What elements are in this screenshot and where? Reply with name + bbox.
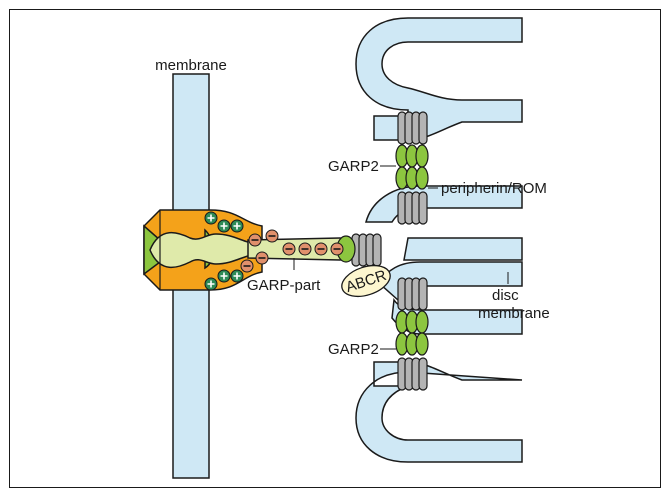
label-membrane: membrane <box>155 57 227 74</box>
disc-loop-bottom <box>356 362 522 462</box>
minus-circle-icon <box>299 243 311 255</box>
garp2-stack-bottom <box>396 311 428 355</box>
rom-cluster-mid <box>398 192 427 224</box>
rom-segment <box>419 192 427 224</box>
rom-segment <box>373 234 381 266</box>
rom-cluster-bottom <box>398 358 427 390</box>
garp2-stack-top <box>396 145 428 189</box>
garp2-domain <box>416 145 428 167</box>
plus-circle-icon <box>205 212 217 224</box>
plus-circle-icon <box>231 220 243 232</box>
label-garp2-bottom: GARP2 <box>328 341 379 358</box>
disc-loop-top <box>356 18 522 140</box>
label-garp2-top: GARP2 <box>328 158 379 175</box>
minus-circle-icon <box>331 243 343 255</box>
minus-circle-icon <box>249 234 261 246</box>
plus-circle-icon <box>218 220 230 232</box>
label-peripherin-rom: peripherin/ROM <box>441 180 547 197</box>
garp2-domain <box>416 333 428 355</box>
rom-segment <box>419 278 427 310</box>
label-disc-membrane: membrane <box>478 305 550 322</box>
minus-circle-icon <box>315 243 327 255</box>
rom-segment <box>419 112 427 144</box>
rom-cluster-channel <box>352 234 381 266</box>
disc-loop-middle-lower <box>404 238 522 260</box>
minus-circle-icon <box>283 243 295 255</box>
label-disc: disc <box>492 287 519 304</box>
rom-cluster-top <box>398 112 427 144</box>
plus-circle-icon <box>218 270 230 282</box>
minus-circle-icon <box>241 260 253 272</box>
rom-cluster-lower <box>398 278 427 310</box>
garp2-domain <box>416 311 428 333</box>
minus-circle-icon <box>266 230 278 242</box>
label-garp-part: GARP-part <box>247 277 321 294</box>
plus-circle-icon <box>231 270 243 282</box>
rom-segment <box>419 358 427 390</box>
abcr-badge: ABCR <box>338 260 394 302</box>
minus-circle-icon <box>256 252 268 264</box>
garp2-domain <box>416 167 428 189</box>
plus-circle-icon <box>205 278 217 290</box>
